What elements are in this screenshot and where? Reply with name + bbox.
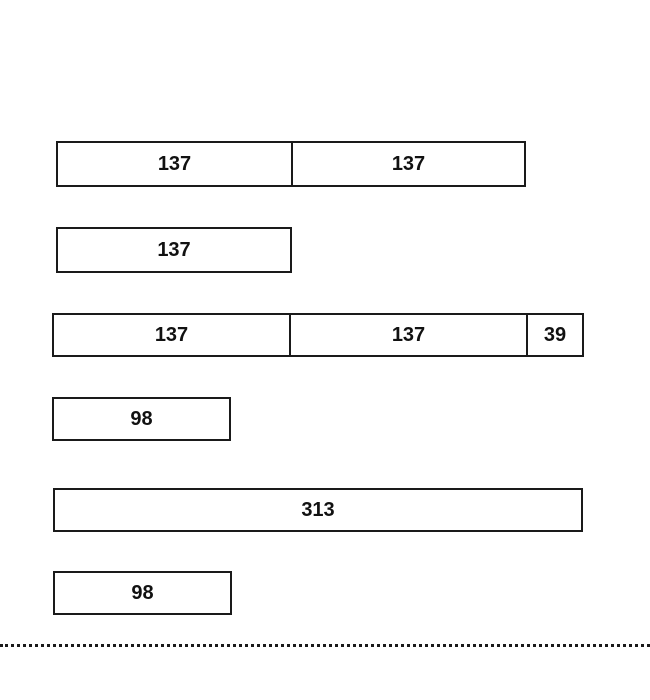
bar-row-2: 137 <box>56 227 292 273</box>
bar-row-6: 98 <box>53 571 232 615</box>
bar-segment: 137 <box>58 143 293 185</box>
bar-segment: 98 <box>130 407 153 430</box>
bar-row-4: 98 <box>52 397 231 441</box>
bar-row-5: 313 <box>53 488 583 532</box>
bar-segment: 137 <box>291 315 528 355</box>
dotted-separator-line <box>0 644 650 647</box>
bar-row-3: 137 137 39 <box>52 313 584 357</box>
bar-segment: 98 <box>131 581 154 604</box>
bar-segment: 137 <box>391 152 426 175</box>
bar-segment: 313 <box>301 498 335 521</box>
bar-segment: 137 <box>54 315 291 355</box>
bar-segment: 137 <box>157 238 191 261</box>
bar-row-1: 137 137 <box>56 141 526 187</box>
bar-segment: 39 <box>543 323 567 346</box>
